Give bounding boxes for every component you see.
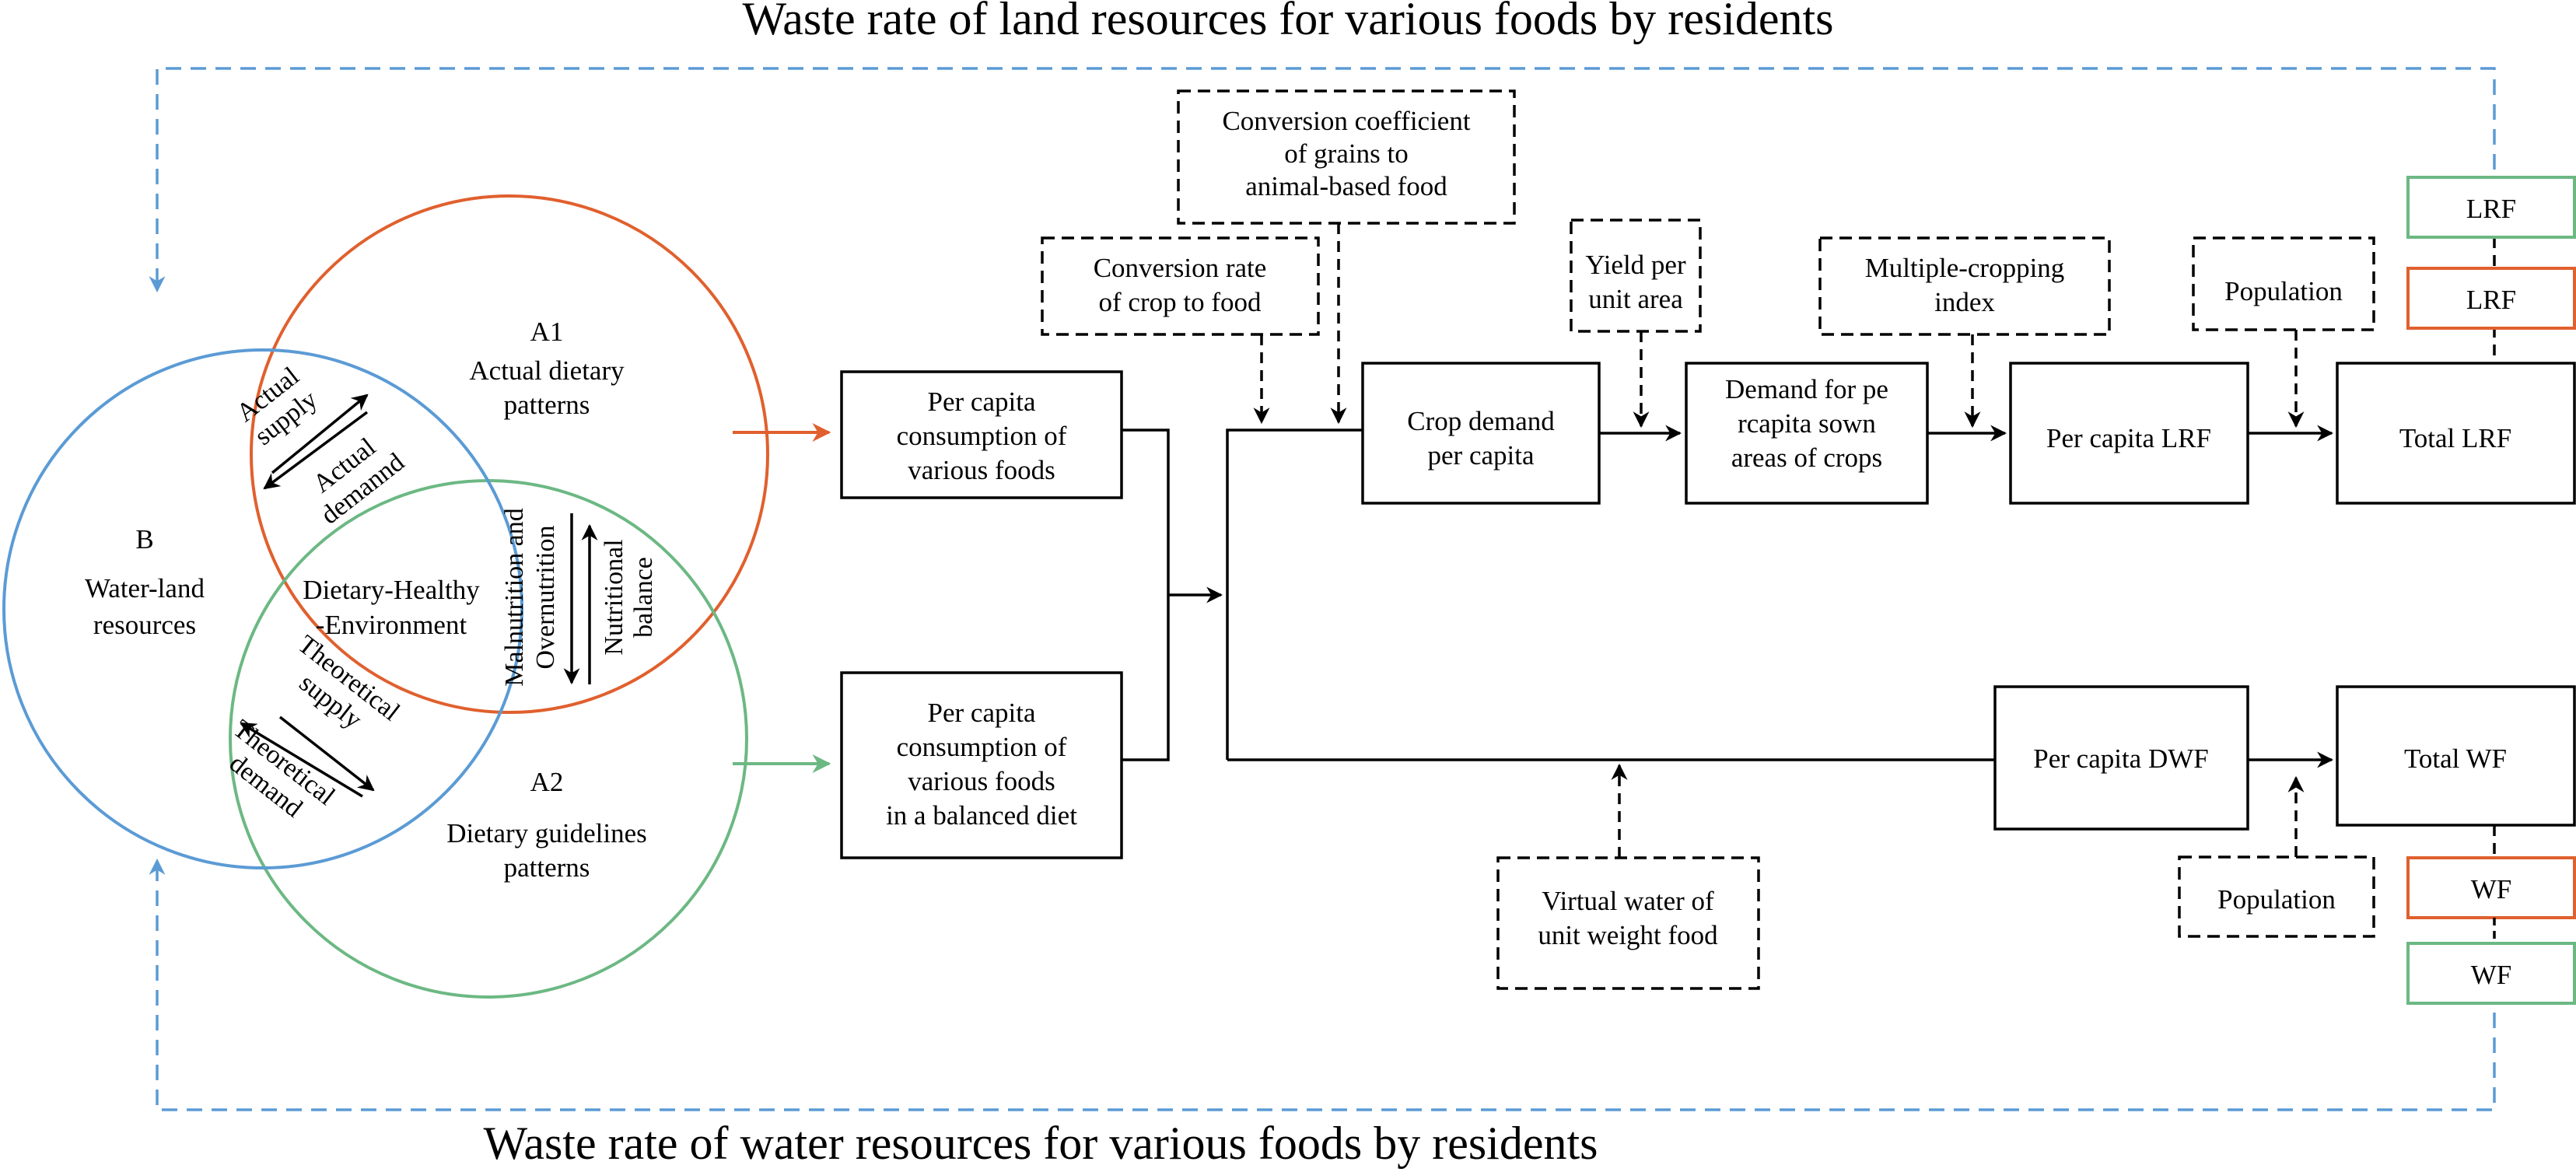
conversion-coefficient-factor: Conversion coefficient of grains to anim… xyxy=(1177,89,1516,225)
trunk-line xyxy=(1226,429,1363,760)
balanced-diet-box: Per capita consumption of various foods … xyxy=(840,671,1123,859)
svg-text:Nutritional: Nutritional xyxy=(600,539,628,655)
svg-text:various foods: various foods xyxy=(908,766,1055,796)
svg-text:Virtual water of: Virtual water of xyxy=(1542,886,1714,916)
top-title: Waste rate of land resources for various… xyxy=(742,0,1833,44)
svg-text:WF: WF xyxy=(2471,874,2512,904)
circle-b xyxy=(2,348,523,869)
svg-text:patterns: patterns xyxy=(504,852,590,883)
svg-text:Population: Population xyxy=(2217,884,2336,915)
nutritional-balance-label: Nutritional balance xyxy=(600,539,658,655)
svg-text:in a balanced diet: in a balanced diet xyxy=(886,800,1077,831)
svg-text:WF: WF xyxy=(2471,960,2512,990)
wf-orange-tag: WF xyxy=(2406,856,2576,919)
total-lrf-box: Total LRF xyxy=(2336,362,2576,505)
svg-text:of grains to: of grains to xyxy=(1284,138,1408,169)
theoretical-supply-arrow xyxy=(278,715,375,792)
population-top-factor: Population xyxy=(2192,236,2375,331)
actual-supply-label: Actual supply xyxy=(231,362,323,451)
sown-areas-box: Demand for pe rcapita sown areas of crop… xyxy=(1685,362,1929,505)
label-a1: A1 Actual dietary patterns xyxy=(469,317,625,420)
svg-text:Overnutrition: Overnutrition xyxy=(531,525,560,669)
svg-text:unit area: unit area xyxy=(1588,284,1683,314)
circle-a1 xyxy=(250,194,769,714)
land-feedback-loop xyxy=(149,67,2496,293)
svg-text:rcapita sown: rcapita sown xyxy=(1738,408,1876,439)
svg-text:LRF: LRF xyxy=(2466,194,2516,224)
svg-text:balance: balance xyxy=(629,557,658,638)
svg-text:resources: resources xyxy=(93,610,196,640)
svg-text:LRF: LRF xyxy=(2466,285,2516,315)
total-wf-box: Total WF xyxy=(2336,685,2576,827)
svg-text:Dietary-Healthy: Dietary-Healthy xyxy=(303,575,480,605)
label-a2: A2 Dietary guidelines patterns xyxy=(446,767,647,883)
svg-text:Multiple-cropping: Multiple-cropping xyxy=(1865,253,2065,283)
theoretical-demand-arrow xyxy=(240,722,363,798)
svg-text:Population: Population xyxy=(2224,276,2343,306)
svg-text:-Environment: -Environment xyxy=(316,610,467,640)
svg-text:Conversion rate: Conversion rate xyxy=(1094,253,1267,283)
svg-text:Conversion coefficient: Conversion coefficient xyxy=(1222,106,1470,136)
svg-text:various foods: various foods xyxy=(908,455,1055,485)
svg-text:Per capita: Per capita xyxy=(928,387,1036,417)
svg-text:Total WF: Total WF xyxy=(2404,743,2507,774)
bottom-title: Waste rate of water resources for variou… xyxy=(484,1118,1598,1169)
svg-text:Dietary guidelines: Dietary guidelines xyxy=(446,818,647,848)
svg-text:consumption of: consumption of xyxy=(897,732,1067,762)
crop-demand-box: Crop demand per capita xyxy=(1361,362,1601,505)
lrf-green-tag: LRF xyxy=(2406,176,2576,239)
svg-text:Total LRF: Total LRF xyxy=(2399,423,2511,453)
conversion-rate-factor: Conversion rate of crop to food xyxy=(1041,236,1320,336)
multiple-cropping-factor: Multiple-cropping index xyxy=(1818,236,2111,336)
actual-demand-arrow xyxy=(263,411,369,490)
malnutrition-label: Malnutrition and Overnutrition xyxy=(500,508,560,686)
svg-text:Per capita LRF: Per capita LRF xyxy=(2046,423,2211,453)
water-feedback-loop xyxy=(149,858,2496,1111)
per-capita-dwf-box: Per capita DWF xyxy=(1993,685,2249,831)
wf-green-tag: WF xyxy=(2406,942,2576,1005)
svg-text:consumption of: consumption of xyxy=(897,421,1067,451)
svg-text:unit weight food: unit weight food xyxy=(1538,920,1718,950)
svg-text:A2: A2 xyxy=(530,767,564,797)
svg-text:Demand for pe: Demand for pe xyxy=(1725,374,1888,404)
population-bottom-factor: Population xyxy=(2178,855,2375,938)
svg-text:Actual dietary: Actual dietary xyxy=(469,355,625,386)
per-capita-lrf-box: Per capita LRF xyxy=(2009,362,2249,505)
lrf-orange-tag: LRF xyxy=(2406,267,2576,330)
svg-text:Yield per: Yield per xyxy=(1585,250,1686,280)
svg-text:animal-based food: animal-based food xyxy=(1245,171,1447,201)
yield-factor: Yield per unit area xyxy=(1570,219,1702,333)
virtual-water-factor: Virtual water of unit weight food xyxy=(1496,856,1760,990)
svg-text:index: index xyxy=(1934,287,1995,317)
svg-text:B: B xyxy=(135,524,153,555)
label-center: Dietary-Healthy -Environment xyxy=(303,575,480,640)
per-capita-consumption-box: Per capita consumption of various foods xyxy=(840,370,1123,499)
label-b: B Water-land resources xyxy=(85,524,205,640)
svg-text:Malnutrition and: Malnutrition and xyxy=(500,508,529,686)
actual-supply-arrow xyxy=(271,394,369,474)
svg-text:A1: A1 xyxy=(530,317,564,347)
consumption-connector xyxy=(1122,429,1170,761)
svg-text:Per capita: Per capita xyxy=(928,698,1036,728)
svg-text:areas of crops: areas of crops xyxy=(1731,443,1882,473)
svg-text:Per capita DWF: Per capita DWF xyxy=(2033,743,2208,774)
actual-demand-label: Actual demannd xyxy=(308,432,410,530)
svg-text:Water-land: Water-land xyxy=(85,573,205,603)
svg-text:per capita: per capita xyxy=(1428,440,1535,471)
svg-text:patterns: patterns xyxy=(504,390,590,420)
svg-text:Crop demand: Crop demand xyxy=(1407,406,1555,436)
svg-text:of crop to food: of crop to food xyxy=(1099,287,1262,317)
